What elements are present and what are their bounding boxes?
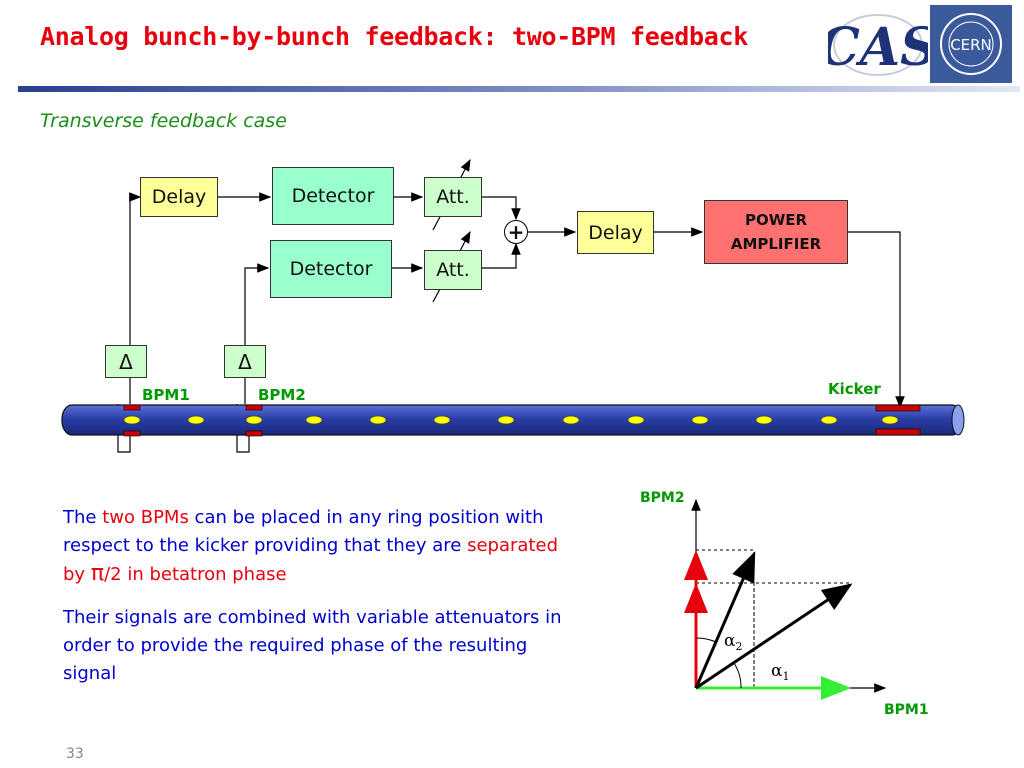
kicker-electrode-top: [875, 404, 921, 412]
bunch: [562, 415, 580, 425]
projection-vector-2: [696, 549, 755, 688]
alpha1-label: α1: [771, 661, 789, 683]
resultant-vector-2: [694, 551, 756, 689]
bunches: [123, 415, 899, 425]
title-rule: [18, 86, 1020, 92]
wire-amp-to-kicker: [848, 231, 905, 409]
att-box-2: Att.: [424, 250, 482, 290]
phase-vector-plot: α2 α1 BPM2 BPM1: [640, 490, 929, 718]
alpha2-arc: [695, 637, 717, 643]
slide-title: Analog bunch-by-bunch feedback: two-BPM …: [40, 22, 749, 51]
delta-box-1: Δ: [105, 345, 147, 378]
bunch: [881, 415, 899, 425]
power-amplifier-box: POWER AMPLIFIER: [704, 200, 848, 264]
bpm2-label: BPM2: [258, 386, 306, 404]
cas-logo: CAS: [828, 14, 928, 78]
plot-y-axis-label: BPM2: [640, 490, 685, 506]
detector-box-1: Detector: [272, 167, 394, 225]
cern-logo: CERN: [930, 5, 1012, 83]
alpha1-arc: [733, 662, 742, 689]
delay-box-mid: Delay: [577, 211, 654, 254]
p1-pi-symbol: π: [90, 561, 105, 586]
wire-delta1-to-delay: [129, 192, 142, 345]
plot-x-axis-label: BPM1: [884, 702, 929, 718]
bunch: [369, 415, 387, 425]
bunch: [691, 415, 709, 425]
amp-label-line1: POWER: [744, 211, 808, 229]
slide-subtitle: Transverse feedback case: [40, 110, 287, 132]
resultant-vector-1: [695, 583, 853, 690]
p1-highlight-two-bpms: two BPMs: [102, 507, 189, 528]
page-number: 33: [66, 746, 84, 762]
summing-junction: +: [504, 220, 528, 244]
wire-delta2-to-detector2: [244, 263, 270, 345]
detector-box-2: Detector: [270, 240, 392, 298]
bpm1-electrode-top: [123, 404, 141, 411]
p1-text-2: can be placed in any ring position with …: [63, 507, 544, 556]
paragraph-attenuators: Their signals are combined with variable…: [63, 607, 562, 684]
bunch: [187, 415, 205, 425]
bpm1-label: BPM1: [142, 386, 190, 404]
p1-text-3: in betatron phase: [121, 564, 287, 585]
wire-att2-to-sum: [482, 242, 521, 269]
bunch: [820, 415, 838, 425]
p1-highlight-separated: separated by: [63, 535, 558, 585]
bunch: [755, 415, 773, 425]
alpha2-label: α2: [724, 631, 742, 653]
cern-logo-text: CERN: [950, 36, 992, 54]
p1-highlight-half: /2: [104, 564, 122, 585]
beam-pipe-end: [951, 404, 965, 436]
kicker-label: Kicker: [828, 380, 881, 398]
bunch: [497, 415, 515, 425]
wire-att1-to-sum: [482, 196, 521, 221]
bpm1-electrode-bottom: [123, 430, 141, 437]
delay-box-top: Delay: [140, 177, 218, 217]
cas-logo-text: CAS: [828, 17, 928, 78]
p1-text-1: The: [63, 507, 103, 528]
bpm2-electrode-top: [245, 404, 263, 411]
amp-label-line2: AMPLIFIER: [730, 235, 822, 253]
bunch: [305, 415, 323, 425]
bunch: [123, 415, 141, 425]
kicker-electrode-bottom: [875, 428, 921, 436]
bpm2-electrode-bottom: [245, 430, 263, 437]
delta-box-2: Δ: [224, 345, 266, 378]
paragraph-bpm-placement: The two BPMs can be placed in any ring p…: [63, 504, 583, 589]
bunch: [627, 415, 645, 425]
att-box-1: Att.: [424, 177, 482, 217]
bunch: [245, 415, 263, 425]
bunch: [433, 415, 451, 425]
